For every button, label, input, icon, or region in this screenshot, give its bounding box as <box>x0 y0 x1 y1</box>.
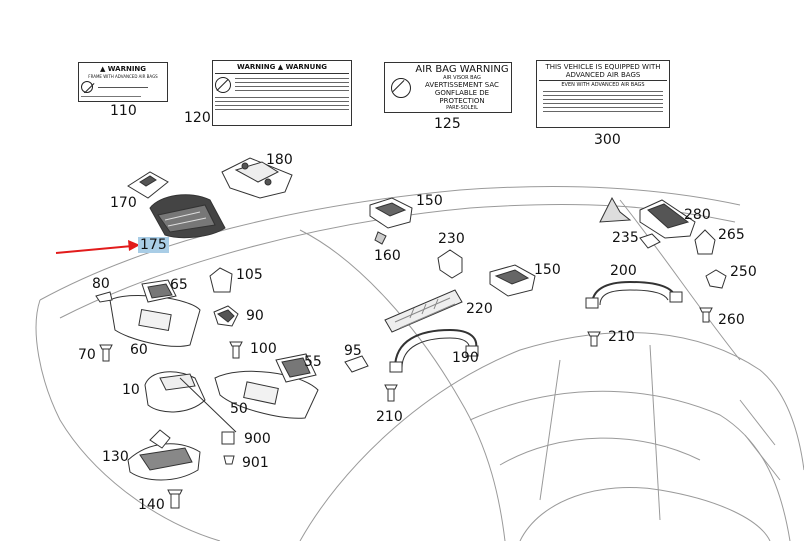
cap-parts <box>221 431 235 465</box>
warning-label-300-title2: ADVANCED AIR BAGS <box>565 71 641 79</box>
callout-105[interactable]: 105 <box>236 267 263 283</box>
reading-lamp-part <box>369 197 536 297</box>
callout-250[interactable]: 250 <box>730 264 757 280</box>
callout-65[interactable]: 65 <box>170 277 188 293</box>
callout-55[interactable]: 55 <box>304 354 322 370</box>
visor-bracket-parts <box>209 267 239 327</box>
roof-bracket-part <box>384 249 463 333</box>
callout-170[interactable]: 170 <box>110 195 137 211</box>
child-seat-warning-icon <box>81 81 93 93</box>
callout-80[interactable]: 80 <box>92 276 110 292</box>
warning-label-300-title1: THIS VEHICLE IS EQUIPPED WITH <box>545 63 661 71</box>
pointer-arrow <box>55 240 140 254</box>
callout-95[interactable]: 95 <box>344 343 362 359</box>
console-frame-part <box>221 157 293 199</box>
warning-label-110-title: ▲ WARNING <box>99 65 147 73</box>
warning-label-125-title: AIR BAG WARNING <box>415 64 509 75</box>
warning-label-110-line: FRAME WITH ADVANCED AIR BAGS <box>88 74 158 79</box>
callout-50[interactable]: 50 <box>230 401 248 417</box>
warning-label-300-sub: EVEN WITH ADVANCED AIR BAGS <box>561 82 645 88</box>
callout-175[interactable]: 175 <box>138 237 169 253</box>
callout-901[interactable]: 901 <box>242 455 269 471</box>
callout-150-front[interactable]: 150 <box>416 193 443 209</box>
callout-200[interactable]: 200 <box>610 263 637 279</box>
callout-265[interactable]: 265 <box>718 227 745 243</box>
callout-190[interactable]: 190 <box>452 350 479 366</box>
no-rear-child-seat-icon <box>391 77 411 98</box>
rear-lamp-part <box>599 196 696 239</box>
callout-130[interactable]: 130 <box>102 449 129 465</box>
callout-70[interactable]: 70 <box>78 347 96 363</box>
warning-label-300[interactable]: THIS VEHICLE IS EQUIPPED WITH ADVANCED A… <box>536 60 670 128</box>
sun-visor-left-part <box>95 279 201 347</box>
callout-180[interactable]: 180 <box>266 152 293 168</box>
callout-300[interactable]: 300 <box>594 132 621 148</box>
warning-label-125[interactable]: AIR BAG WARNING AIR VISOR BAG AVERTISSEM… <box>384 62 512 113</box>
callout-210-right[interactable]: 210 <box>608 329 635 345</box>
sun-visor-right-part <box>214 353 319 419</box>
callout-210-center[interactable]: 210 <box>376 409 403 425</box>
grab-handle-rear-part <box>585 280 683 309</box>
grab-handle-part <box>389 328 479 373</box>
car-body-outline <box>35 185 804 541</box>
warning-label-125-sub3: GONFLABLE DE PROTECTION <box>434 89 490 105</box>
callout-900[interactable]: 900 <box>244 431 271 447</box>
callout-230[interactable]: 230 <box>438 231 465 247</box>
callout-90[interactable]: 90 <box>246 308 264 324</box>
small-bracket-part <box>344 355 369 373</box>
warning-label-125-sub2: AVERTISSEMENT SAC <box>425 81 499 89</box>
callout-220[interactable]: 220 <box>466 301 493 317</box>
no-child-seat-icon <box>215 77 231 93</box>
clip-parts <box>639 229 727 289</box>
warning-label-120[interactable]: WARNING ▲ WARNUNG <box>212 60 352 126</box>
callout-125[interactable]: 125 <box>434 116 461 132</box>
overhead-console-part <box>127 171 226 239</box>
callout-140[interactable]: 140 <box>138 497 165 513</box>
warning-label-110[interactable]: ▲ WARNING FRAME WITH ADVANCED AIR BAGS <box>78 62 168 102</box>
screw-parts <box>99 307 713 509</box>
callout-235[interactable]: 235 <box>612 230 639 246</box>
warning-label-120-title: WARNING ▲ WARNUNG <box>237 63 327 71</box>
callout-10[interactable]: 10 <box>122 382 140 398</box>
mirror-assembly-part <box>127 371 237 481</box>
callout-150-rear[interactable]: 150 <box>534 262 561 278</box>
warning-label-125-sub4: PARE-SOLEIL <box>446 105 478 111</box>
callout-160[interactable]: 160 <box>374 248 401 264</box>
callout-120[interactable]: 120 <box>184 110 211 126</box>
callout-60[interactable]: 60 <box>130 342 148 358</box>
warning-label-125-sub1: AIR VISOR BAG <box>443 75 481 81</box>
callout-110[interactable]: 110 <box>110 103 137 119</box>
callout-280[interactable]: 280 <box>684 207 711 223</box>
callout-100[interactable]: 100 <box>250 341 277 357</box>
callout-260[interactable]: 260 <box>718 312 745 328</box>
